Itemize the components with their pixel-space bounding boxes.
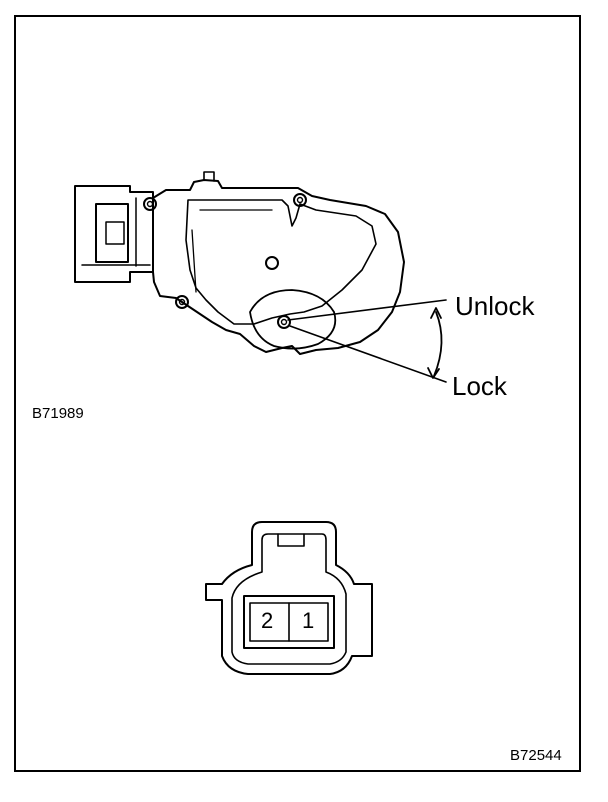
connector-latch — [277, 533, 305, 547]
pin-number-2: 2 — [261, 608, 274, 633]
actuator-connector-inner — [95, 203, 129, 263]
figure-code-top: B71989 — [32, 405, 84, 422]
connector-inner-shell — [231, 533, 347, 665]
mounting-hole — [293, 193, 307, 207]
mounting-hole — [175, 295, 189, 309]
actuator-body-outline — [152, 179, 405, 355]
actuator-cover-plate — [185, 199, 377, 325]
door-lock-actuator — [74, 171, 447, 383]
connector-face-view — [205, 521, 373, 675]
unlock-label: Unlock — [455, 291, 535, 321]
arc-arrow-up — [430, 307, 442, 319]
actuator-lever-hub — [249, 289, 337, 350]
mounting-hole — [143, 197, 157, 211]
lock-label: Lock — [452, 371, 507, 401]
unlock-position-line — [287, 299, 447, 321]
actuator-connector-housing — [74, 185, 154, 283]
connector-outer-shell — [205, 521, 373, 675]
lock-position-line — [289, 325, 447, 383]
connector-cavity — [243, 595, 335, 649]
figure-frame — [14, 15, 581, 772]
figure-code-bottom: B72544 — [510, 747, 562, 764]
mounting-hole — [265, 256, 279, 270]
pin-number-1: 1 — [302, 608, 315, 633]
arc-arrow-down — [427, 367, 440, 379]
actuator-lever-pivot — [277, 315, 291, 329]
lever-swing-arc — [433, 311, 443, 377]
